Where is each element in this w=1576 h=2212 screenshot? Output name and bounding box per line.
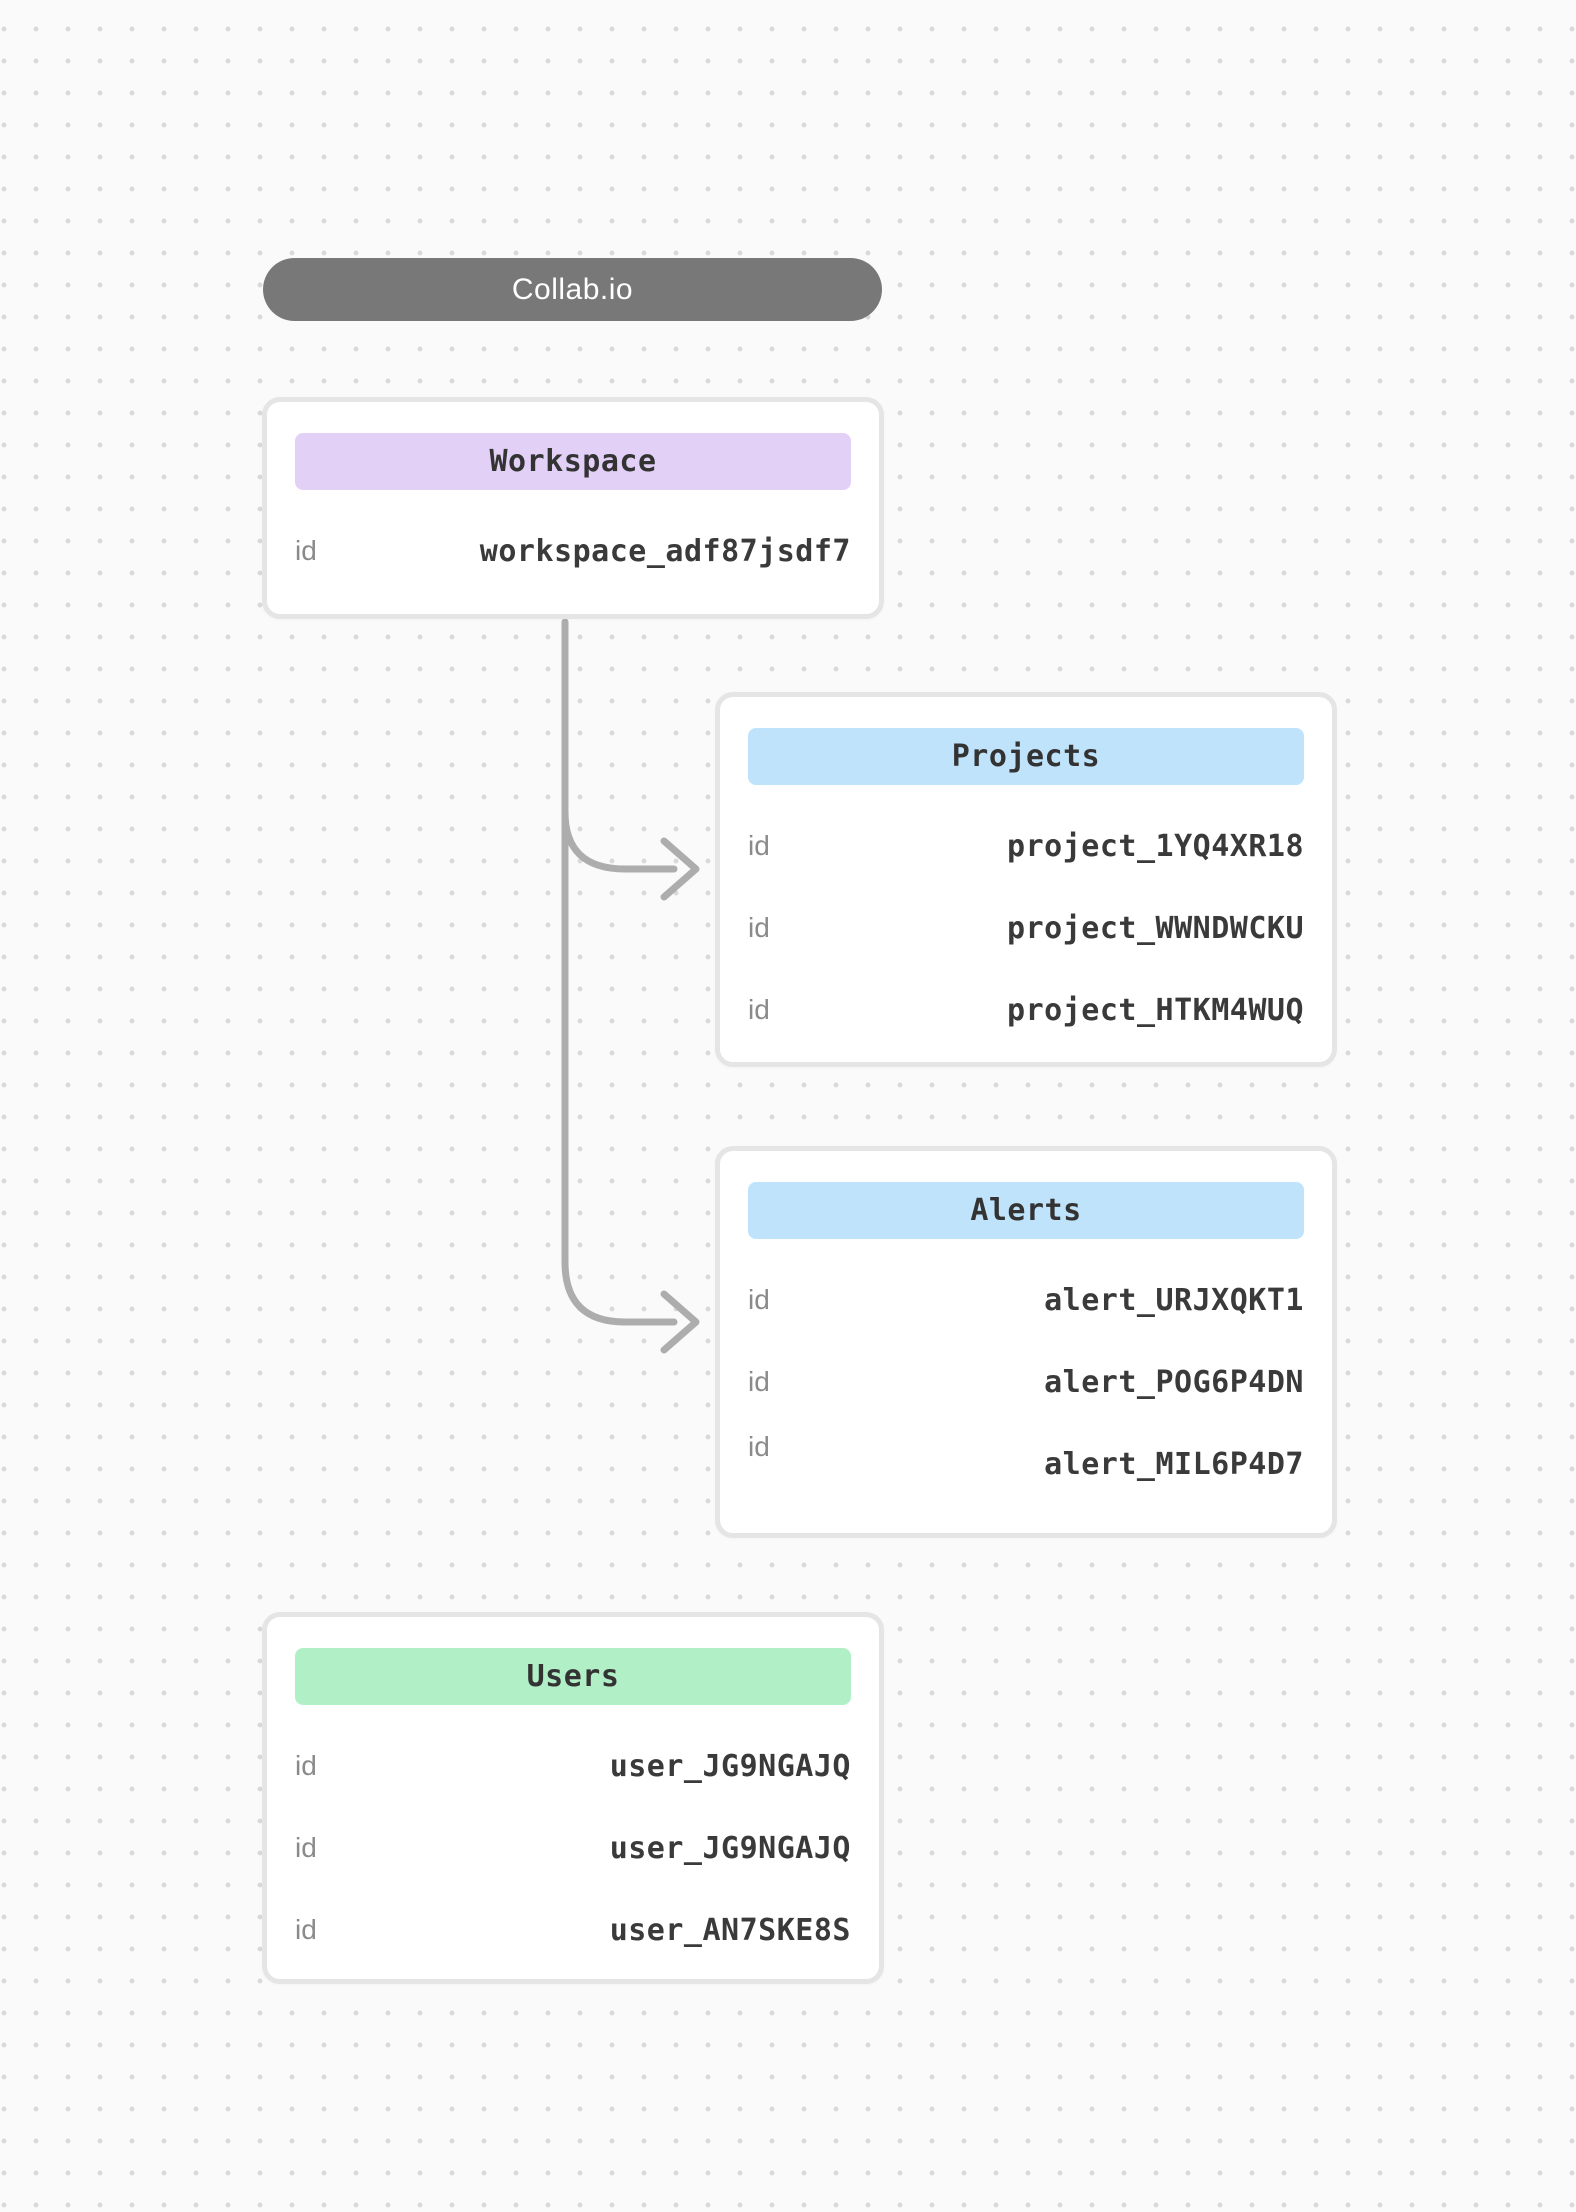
table-row: id alert_URJXQKT1 <box>748 1259 1304 1341</box>
row-label: id <box>295 1832 317 1863</box>
arrowhead-projects <box>660 837 700 901</box>
projects-card-title: Projects <box>748 728 1304 785</box>
row-value: user_JG9NGAJQ <box>609 1830 851 1866</box>
row-label: id <box>748 1366 770 1397</box>
row-value: user_JG9NGAJQ <box>609 1748 851 1784</box>
table-row: id workspace_adf87jsdf7 <box>295 510 851 592</box>
workspace-card[interactable]: Workspace id workspace_adf87jsdf7 <box>262 397 884 619</box>
table-row: id project_WWNDWCKU <box>748 887 1304 969</box>
table-row: id user_AN7SKE8S <box>295 1889 851 1971</box>
row-value: user_AN7SKE8S <box>609 1912 851 1948</box>
table-row: id alert_MIL6P4D7 <box>748 1423 1304 1505</box>
table-row: id project_1YQ4XR18 <box>748 805 1304 887</box>
row-value: project_HTKM4WUQ <box>1007 992 1304 1028</box>
row-label: id <box>748 1431 770 1462</box>
row-label: id <box>748 994 770 1025</box>
row-label: id <box>295 1750 317 1781</box>
row-value: alert_MIL6P4D7 <box>1044 1446 1304 1482</box>
arrowhead-alerts <box>660 1290 700 1354</box>
table-row: id user_JG9NGAJQ <box>295 1725 851 1807</box>
table-row: id user_JG9NGAJQ <box>295 1807 851 1889</box>
row-value: project_WWNDWCKU <box>1007 910 1304 946</box>
row-value: alert_POG6P4DN <box>1044 1364 1304 1400</box>
row-label: id <box>295 1914 317 1945</box>
app-title: Collab.io <box>511 272 634 306</box>
row-label: id <box>295 535 317 566</box>
app-title-pill[interactable]: Collab.io <box>263 258 882 321</box>
connector-workspace-to-projects <box>561 808 678 873</box>
connector-workspace-to-alerts <box>561 618 678 1326</box>
workspace-card-body: id workspace_adf87jsdf7 <box>267 490 879 592</box>
users-card-title: Users <box>295 1648 851 1705</box>
table-row: id alert_POG6P4DN <box>748 1341 1304 1423</box>
row-value: workspace_adf87jsdf7 <box>479 533 851 569</box>
table-row: id project_HTKM4WUQ <box>748 969 1304 1051</box>
row-label: id <box>748 912 770 943</box>
row-value: project_1YQ4XR18 <box>1007 828 1304 864</box>
alerts-card-title: Alerts <box>748 1182 1304 1239</box>
row-value: alert_URJXQKT1 <box>1044 1282 1304 1318</box>
row-label: id <box>748 830 770 861</box>
workspace-card-title: Workspace <box>295 433 851 490</box>
row-label: id <box>748 1284 770 1315</box>
